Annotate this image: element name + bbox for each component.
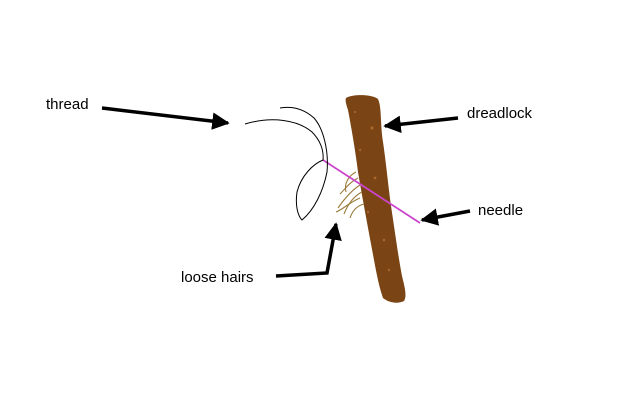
needle-label: needle (478, 202, 523, 219)
needle-arrow (420, 208, 471, 226)
dreadlock-texture (353, 110, 391, 272)
thread-label: thread (46, 96, 89, 113)
loose-hairs (335, 171, 365, 219)
thread (244, 106, 328, 221)
thread-arrow (101, 106, 230, 130)
loose-hairs-label: loose hairs (181, 269, 254, 286)
dreadlock (345, 95, 406, 303)
dreadlock-arrow (383, 115, 459, 133)
needle (322, 159, 421, 224)
dreadlock-shape (345, 95, 406, 303)
loose-hairs-arrow (275, 222, 342, 278)
dreadlock-label: dreadlock (467, 105, 533, 122)
